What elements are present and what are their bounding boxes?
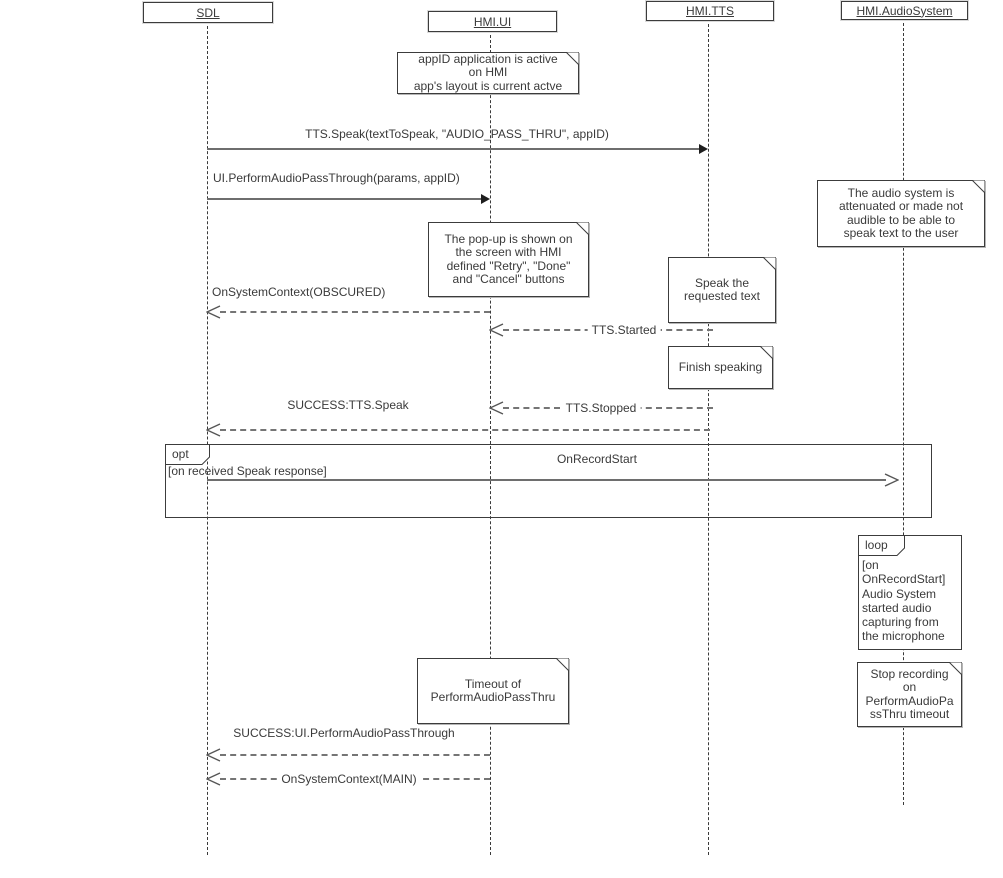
note-audio-attenuated-text: The audio system is attenuated or made n… xyxy=(838,185,964,240)
note-stop-recording-text: Stop recording on PerformAudioPa ssThru … xyxy=(865,666,954,721)
loop-fragment-label: loop xyxy=(858,535,905,556)
note-timeout-text: Timeout of PerformAudioPassThru xyxy=(430,676,556,704)
note-audio-attenuated: The audio system is attenuated or made n… xyxy=(817,179,986,247)
note-fold-icon xyxy=(761,256,777,272)
note-fold-icon xyxy=(970,179,986,195)
arrowhead-open-left-icon xyxy=(205,305,221,319)
message-line-on-system-context-obscured xyxy=(220,311,490,313)
lifeline-hmi-audiosystem xyxy=(903,18,904,805)
note-stop-recording: Stop recording on PerformAudioPa ssThru … xyxy=(857,661,963,727)
note-finish-speaking-text: Finish speaking xyxy=(678,359,763,374)
note-fold-icon xyxy=(758,345,774,361)
note-speak-requested-text: Speak the requested text xyxy=(683,275,761,303)
message-label-ui-perform-apt: UI.PerformAudioPassThrough(params, appID… xyxy=(213,171,460,185)
arrowhead-open-left-icon xyxy=(205,772,221,786)
arrowhead-open-left-icon xyxy=(488,401,504,415)
note-app-active-text: appID application is active on HMI app's… xyxy=(413,51,563,93)
arrowhead-open-left-icon xyxy=(205,748,221,762)
message-line-success-tts-speak xyxy=(220,429,710,431)
message-label-success-tts-speak: SUCCESS:TTS.Speak xyxy=(287,398,409,412)
note-app-active: appID application is active on HMI app's… xyxy=(397,51,580,94)
arrowhead-open-right-icon xyxy=(884,473,900,487)
lifeline-sdl xyxy=(207,21,208,855)
message-label-success-ui-perform-apt: SUCCESS:UI.PerformAudioPassThrough xyxy=(233,726,455,740)
participant-sdl-label: SDL xyxy=(196,5,220,20)
message-label-on-record-start: OnRecordStart xyxy=(556,452,638,466)
message-label-tts-speak: TTS.Speak(textToSpeak, "AUDIO_PASS_THRU"… xyxy=(305,127,609,141)
participant-hmi-ui-label: HMI.UI xyxy=(473,14,512,29)
participant-hmi-tts: HMI.TTS xyxy=(646,1,774,21)
message-line-success-ui-perform-apt xyxy=(220,754,490,756)
message-label-on-system-context-obscured: OnSystemContext(OBSCURED) xyxy=(212,285,386,299)
arrowhead-open-left-icon xyxy=(488,323,504,337)
opt-fragment-label: opt xyxy=(165,444,210,465)
message-label-tts-stopped: TTS.Stopped xyxy=(561,401,641,415)
note-speak-requested: Speak the requested text xyxy=(668,256,777,323)
arrowhead-filled-right-icon xyxy=(699,144,708,154)
arrowhead-filled-right-icon xyxy=(481,194,490,204)
lifeline-hmi-ui xyxy=(490,30,491,855)
message-label-tts-started: TTS.Started xyxy=(587,323,661,337)
note-finish-speaking: Finish speaking xyxy=(668,345,774,389)
note-timeout: Timeout of PerformAudioPassThru xyxy=(417,657,570,724)
participant-hmi-audiosystem: HMI.AudioSystem xyxy=(841,1,968,20)
participant-hmi-audiosystem-label: HMI.AudioSystem xyxy=(856,3,953,18)
message-line-ui-perform-apt xyxy=(207,198,481,200)
message-line-on-record-start xyxy=(207,479,886,481)
message-label-on-system-context-main: OnSystemContext(MAIN) xyxy=(277,772,421,786)
participant-sdl: SDL xyxy=(143,2,273,23)
loop-fragment-guard: [on OnRecordStart] Audio System started … xyxy=(862,558,946,644)
note-fold-icon xyxy=(564,51,580,67)
note-fold-icon xyxy=(574,221,590,237)
note-popup-shown-text: The pop-up is shown on the screen with H… xyxy=(444,231,573,286)
participant-hmi-ui: HMI.UI xyxy=(428,11,557,32)
note-popup-shown: The pop-up is shown on the screen with H… xyxy=(428,221,590,297)
note-fold-icon xyxy=(554,657,570,673)
lifeline-hmi-tts xyxy=(708,19,709,855)
loop-fragment-label-text: loop xyxy=(865,538,888,552)
arrowhead-open-left-icon xyxy=(205,423,221,437)
note-fold-icon xyxy=(947,661,963,677)
opt-fragment xyxy=(165,444,932,518)
participant-hmi-tts-label: HMI.TTS xyxy=(686,4,734,18)
opt-fragment-label-text: opt xyxy=(172,447,189,461)
message-line-tts-speak xyxy=(207,148,699,150)
opt-fragment-guard: [on received Speak response] xyxy=(168,464,327,478)
